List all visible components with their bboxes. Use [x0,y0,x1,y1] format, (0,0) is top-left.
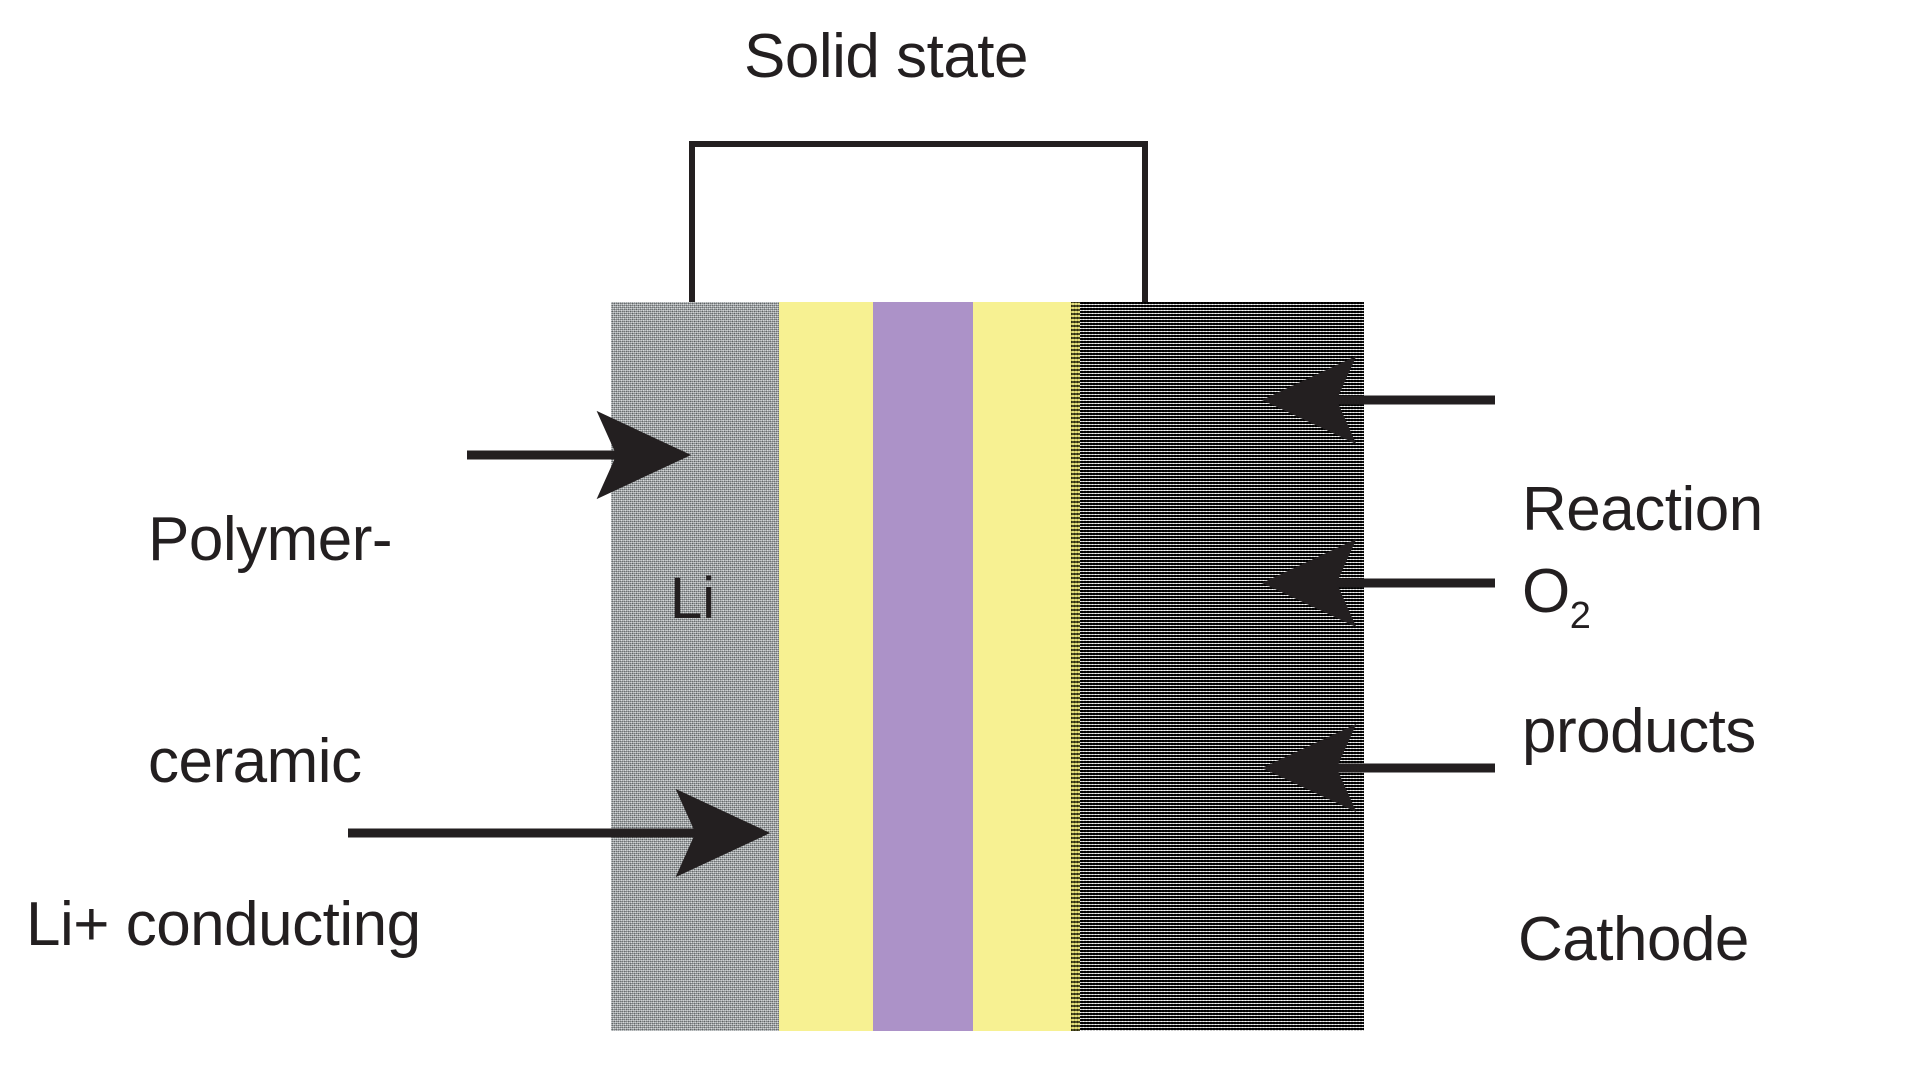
layer-lithium-metal [611,302,779,1031]
polymer-ceramic-label: Polymer- ceramic [148,355,393,947]
polymer-ceramic-label-line-1: Polymer- [148,505,393,574]
polymer-ceramic-label-line-2: ceramic [148,727,362,796]
layer-polymer-ceramic-cathode [973,302,1071,1031]
reaction-products-label: Reaction products [1522,325,1763,917]
li-conducting-ceramic-label: Li+ conducting ceramic [26,740,421,1090]
layer-li-conducting-ceramic [873,302,973,1031]
solid-state-label: Solid state [744,22,1029,91]
oxygen-label-element: O [1522,557,1570,626]
oxygen-label: O2 [1522,555,1591,637]
reaction-products-label-line-2: products [1522,697,1756,766]
li-conducting-ceramic-label-line-1: Li+ conducting [26,890,421,959]
cathode-label: Cathode [1518,755,1749,1090]
cathode-label-line-1: Cathode [1518,905,1749,974]
cathode-interface-seam [1071,302,1080,1031]
solid-state-bracket [689,141,1148,302]
reaction-products-label-line-1: Reaction [1522,475,1763,544]
battery-layer-stack [611,302,1364,1031]
oxygen-label-subscript: 2 [1569,595,1591,637]
layer-polymer-ceramic-anode [779,302,873,1031]
layer-cathode [1071,302,1364,1031]
lithium-layer-label: Li [670,566,716,631]
